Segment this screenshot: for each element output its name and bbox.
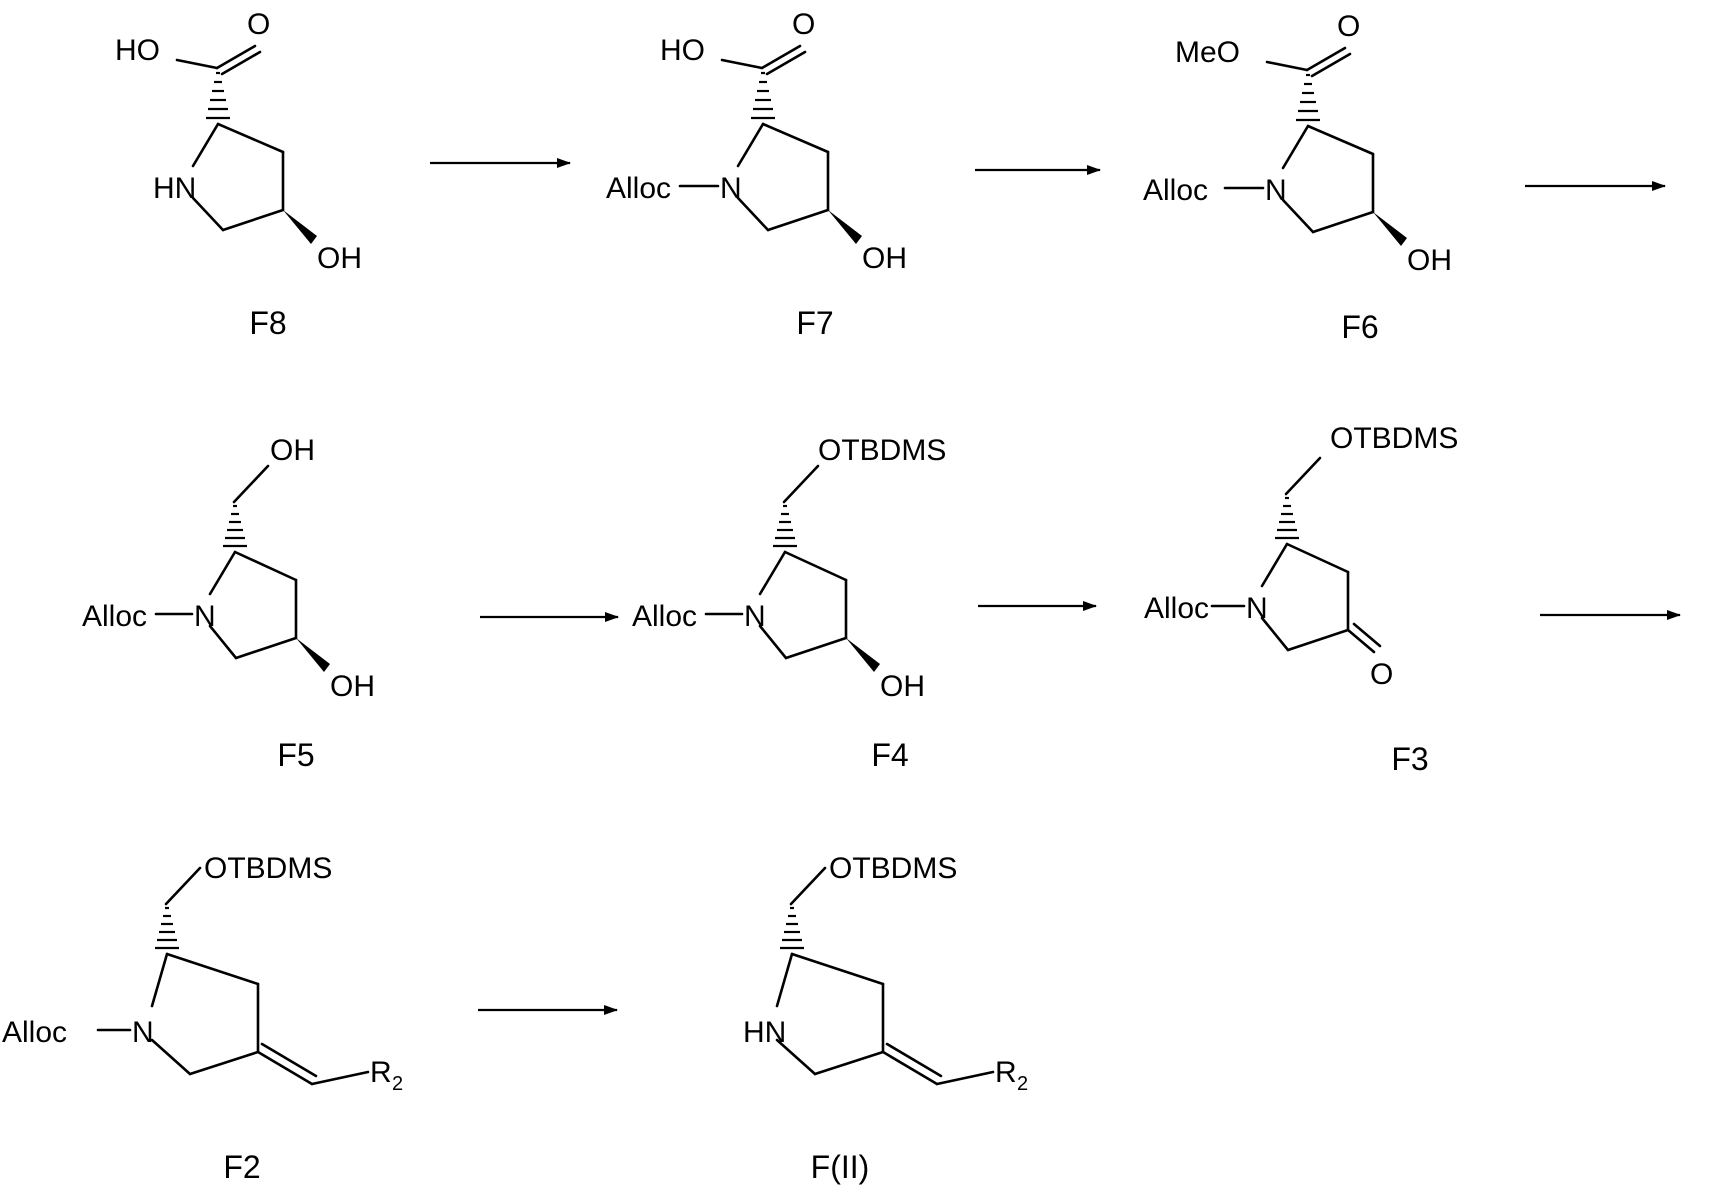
alloc-label: Alloc: [2, 1016, 67, 1049]
n-label: N: [194, 600, 216, 633]
oh-label: OH: [330, 670, 375, 703]
compound-label-f6: F6: [1341, 309, 1378, 345]
r-label: R: [995, 1056, 1017, 1089]
ho-label: HO: [660, 34, 705, 67]
otbdms-label: OTBDMS: [204, 852, 332, 885]
otbdms-label: OTBDMS: [829, 852, 957, 885]
oh-label: OH: [317, 242, 362, 275]
hn-label: HN: [743, 1016, 786, 1049]
o-label: O: [247, 8, 270, 41]
molecule-f2: OTBDMS Alloc N R 2: [2, 852, 403, 1095]
hash-bond: [206, 73, 230, 118]
r-label: R: [370, 1056, 392, 1089]
n-label: N: [720, 172, 742, 205]
compound-label-f3: F3: [1391, 741, 1428, 777]
compound-label-f2: F2: [223, 1149, 260, 1185]
compound-label-f7: F7: [796, 305, 833, 341]
alloc-label: Alloc: [606, 172, 671, 205]
r-subscript: 2: [1017, 1073, 1028, 1095]
molecule-f3: OTBDMS Alloc N O: [1144, 422, 1458, 691]
hash-bond: [155, 908, 179, 948]
n-label: N: [1265, 174, 1287, 207]
molecule-f4: OTBDMS Alloc N OH: [632, 434, 946, 703]
hash-bond: [1275, 498, 1299, 538]
hash-bond: [1296, 75, 1320, 120]
alloc-label: Alloc: [82, 600, 147, 633]
alloc-label: Alloc: [1143, 174, 1208, 207]
oh-label: OH: [270, 434, 315, 467]
meo-label: MeO: [1175, 36, 1240, 69]
oh-label: OH: [1407, 244, 1452, 277]
molecule-f8: HO O HN OH: [115, 8, 362, 275]
compound-label-f5: F5: [277, 737, 314, 773]
hash-bond: [773, 506, 797, 546]
r-subscript: 2: [392, 1073, 403, 1095]
o-label: O: [1337, 10, 1360, 43]
n-label: N: [132, 1016, 154, 1049]
n-label: N: [744, 600, 766, 633]
molecule-f5: OH Alloc N OH: [82, 434, 375, 703]
oh-label: OH: [880, 670, 925, 703]
hn-label: HN: [153, 172, 196, 205]
oh-label: OH: [862, 242, 907, 275]
hash-bond: [223, 506, 247, 546]
o-label: O: [792, 8, 815, 41]
alloc-label: Alloc: [1144, 592, 1209, 625]
n-label: N: [1246, 592, 1268, 625]
molecule-f-ii: OTBDMS HN R 2: [743, 852, 1028, 1095]
alloc-label: Alloc: [632, 600, 697, 633]
hash-bond: [751, 73, 775, 118]
ho-label: HO: [115, 34, 160, 67]
compound-label-f-ii: F(II): [811, 1149, 870, 1185]
hash-bond: [780, 908, 804, 948]
otbdms-label: OTBDMS: [818, 434, 946, 467]
molecule-f6: MeO O Alloc N OH: [1143, 10, 1452, 277]
otbdms-label: OTBDMS: [1330, 422, 1458, 455]
compound-label-f4: F4: [871, 737, 908, 773]
o-label: O: [1370, 658, 1393, 691]
molecule-f7: HO O Alloc N OH: [606, 8, 907, 275]
compound-label-f8: F8: [249, 305, 286, 341]
